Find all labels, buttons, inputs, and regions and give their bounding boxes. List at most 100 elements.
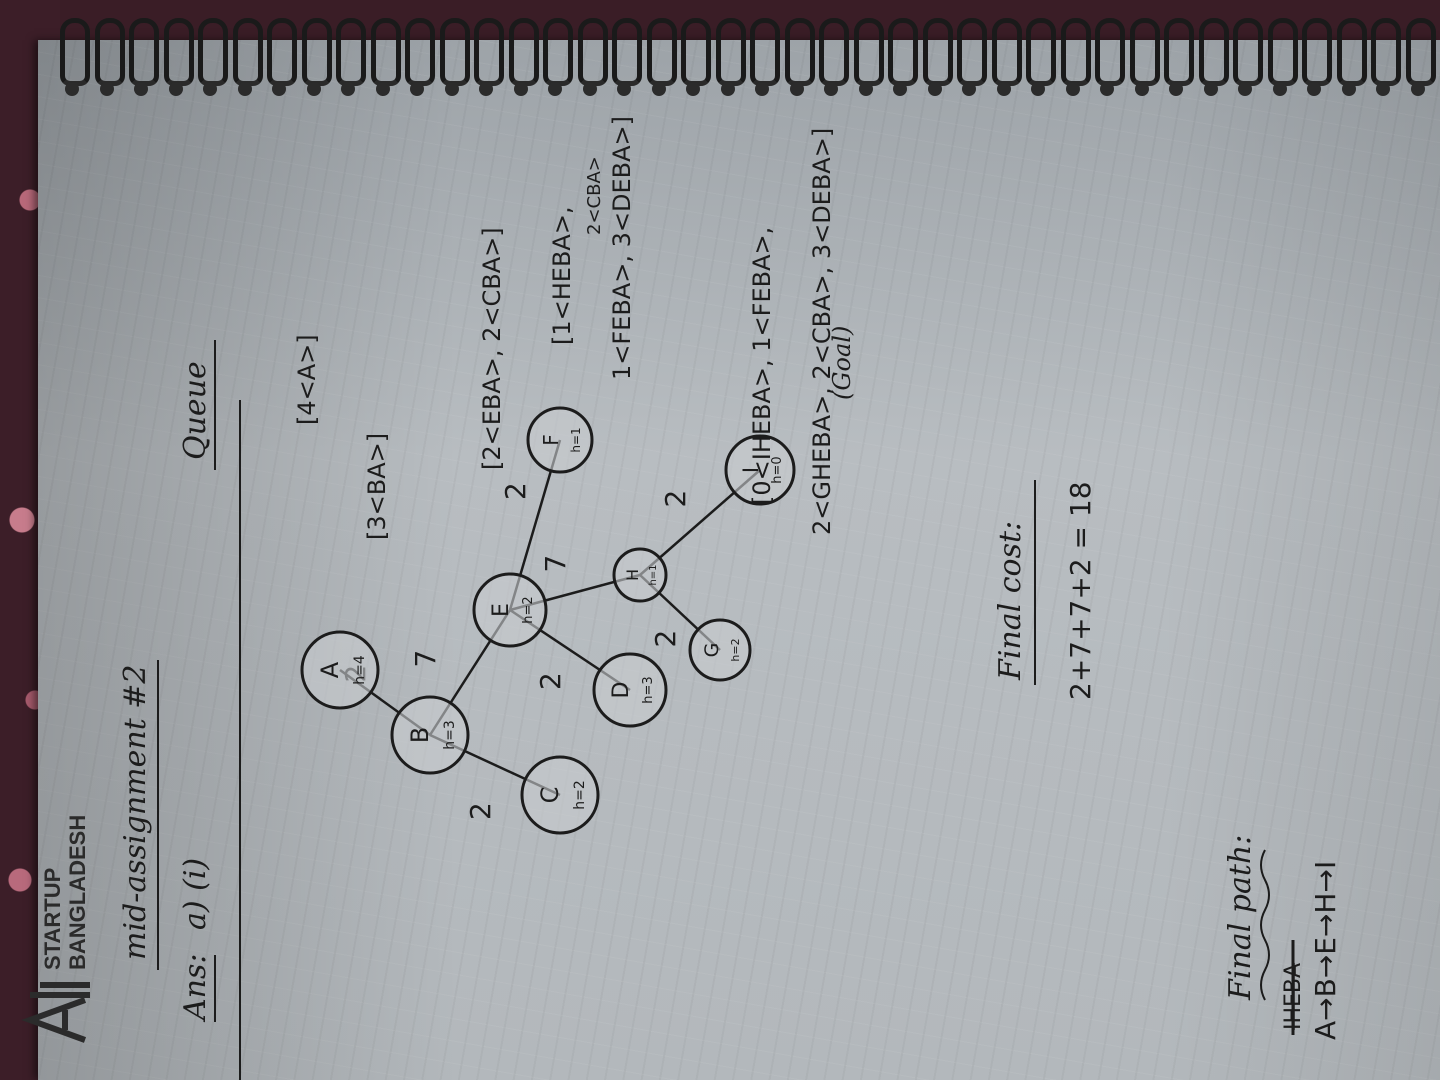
queue-step-1: [4<A>] xyxy=(293,334,321,425)
node-label: E xyxy=(489,603,514,617)
logo-line-1: STARTUP xyxy=(40,868,65,970)
punch-hole xyxy=(548,82,562,96)
tree-node-b xyxy=(390,695,470,775)
queue-step-5b: 2<GHEBA>, 2<CBA>, 3<DEBA>] xyxy=(808,128,836,535)
search-tree: 22722722Ah=4Bh=3Ch=2Eh=2Dh=3Fh=1Hh=1Gh=2… xyxy=(300,326,856,835)
node-label: G xyxy=(701,643,723,658)
node-label: H xyxy=(623,569,642,581)
punch-hole xyxy=(1065,82,1080,96)
punch-hole xyxy=(410,82,424,96)
edge-cost-label: 7 xyxy=(539,555,572,573)
notebook-page xyxy=(38,40,1440,1080)
queue-step-2: [3<BA>] xyxy=(363,433,391,540)
punch-hole xyxy=(1134,82,1149,96)
edge-cost-label: 2 xyxy=(464,802,497,820)
edge-cost-label: 2 xyxy=(659,490,692,508)
punch-hole xyxy=(272,82,286,96)
final-path-label: Final path: xyxy=(1223,835,1258,1001)
queue-states: [4<A>] [3<BA>] [2<EBA>, 2<CBA>] [1<HEBA>… xyxy=(293,116,836,540)
tree-node-f xyxy=(526,406,594,474)
queue-step-4c: 1<FEBA>, 3<DEBA>] xyxy=(608,116,636,380)
punch-hole xyxy=(65,82,79,96)
node-heuristic: h=0 xyxy=(770,456,785,483)
question-label: a) (i) xyxy=(178,858,213,930)
node-heuristic: h=1 xyxy=(648,564,659,585)
punch-hole xyxy=(1203,82,1218,96)
punch-hole xyxy=(168,82,183,96)
edge-cost-label: 2 xyxy=(649,630,682,648)
tree-node-g xyxy=(688,618,752,682)
punch-hole xyxy=(1238,82,1252,96)
tree-node-a xyxy=(300,630,380,710)
node-label: C xyxy=(536,787,564,804)
node-heuristic: h=3 xyxy=(442,720,458,750)
punch-hole xyxy=(99,82,114,96)
punch-hole xyxy=(375,82,390,96)
punch-hole xyxy=(444,82,459,96)
answer-label: Ans: xyxy=(178,954,213,1024)
punch-hole xyxy=(237,82,252,96)
punch-hole xyxy=(927,82,942,96)
node-heuristic: h=1 xyxy=(569,427,583,452)
edge-cost-label: 7 xyxy=(409,650,442,668)
goal-label: (Goal) xyxy=(828,326,856,400)
punch-hole xyxy=(893,82,907,96)
punch-hole xyxy=(1272,82,1287,96)
punch-hole xyxy=(720,82,735,96)
punch-hole xyxy=(134,82,148,96)
notes-canvas: STARTUP BANGLADESH mid-assignment #2 Ans… xyxy=(21,116,1342,1080)
node-heuristic: h=2 xyxy=(521,596,536,623)
punch-hole xyxy=(617,82,631,96)
handwritten-notes: STARTUP BANGLADESH mid-assignment #2 Ans… xyxy=(0,40,1350,1080)
tree-node-c xyxy=(520,755,600,835)
punch-hole xyxy=(479,82,493,96)
punch-hole xyxy=(1100,82,1114,96)
punch-hole xyxy=(858,82,873,96)
punch-hole xyxy=(513,82,528,96)
node-label: F xyxy=(539,434,563,446)
punch-hole xyxy=(651,82,666,96)
punch-hole xyxy=(789,82,804,96)
logo-line-2: BANGLADESH xyxy=(65,815,90,970)
final-path-value: A→B→E→H→I xyxy=(1309,861,1342,1040)
tree-node-i xyxy=(724,434,796,506)
node-heuristic: h=2 xyxy=(572,780,588,810)
punch-hole xyxy=(962,82,976,96)
punch-hole xyxy=(341,82,355,96)
queue-step-5a: [0<IHEBA>, 1<FEBA>, xyxy=(748,227,776,505)
node-heuristic: h=4 xyxy=(352,655,368,685)
spiral-ring xyxy=(1405,18,1436,86)
punch-hole xyxy=(1169,82,1183,96)
queue-step-4b: 2<CBA> xyxy=(584,156,605,235)
punch-hole xyxy=(1341,82,1356,96)
punch-hole xyxy=(1307,82,1321,96)
final-cost-label: Final cost: xyxy=(993,521,1028,681)
punch-hole xyxy=(306,82,321,96)
punch-hole xyxy=(1376,82,1390,96)
punch-hole xyxy=(582,82,597,96)
node-label: D xyxy=(609,682,634,699)
tree-node-d xyxy=(592,652,668,728)
node-heuristic: h=2 xyxy=(729,638,742,661)
punch-hole xyxy=(1410,82,1425,96)
node-label: A xyxy=(316,661,344,678)
node-heuristic: h=3 xyxy=(641,676,656,703)
node-label: B xyxy=(406,727,434,743)
tree-node-e xyxy=(472,572,548,648)
punch-hole xyxy=(996,82,1011,96)
punch-hole xyxy=(824,82,838,96)
punch-hole xyxy=(686,82,700,96)
edge-cost-label: 2 xyxy=(499,482,532,500)
punch-hole xyxy=(203,82,217,96)
assignment-title: mid-assignment #2 xyxy=(118,664,153,960)
spiral-binding xyxy=(40,0,1440,110)
spiral-ring xyxy=(1371,18,1401,86)
node-label: I xyxy=(739,467,763,473)
final-cost-expression: 2+7+7+2 = 18 xyxy=(1064,481,1097,700)
queue-step-4a: [1<HEBA>, xyxy=(548,206,576,345)
startup-bangladesh-logo: STARTUP BANGLADESH xyxy=(21,815,90,1043)
punch-hole xyxy=(755,82,769,96)
edge-cost-label: 2 xyxy=(534,672,567,690)
queue-step-3: [2<EBA>, 2<CBA>] xyxy=(478,227,506,470)
queue-heading: Queue xyxy=(178,361,213,460)
